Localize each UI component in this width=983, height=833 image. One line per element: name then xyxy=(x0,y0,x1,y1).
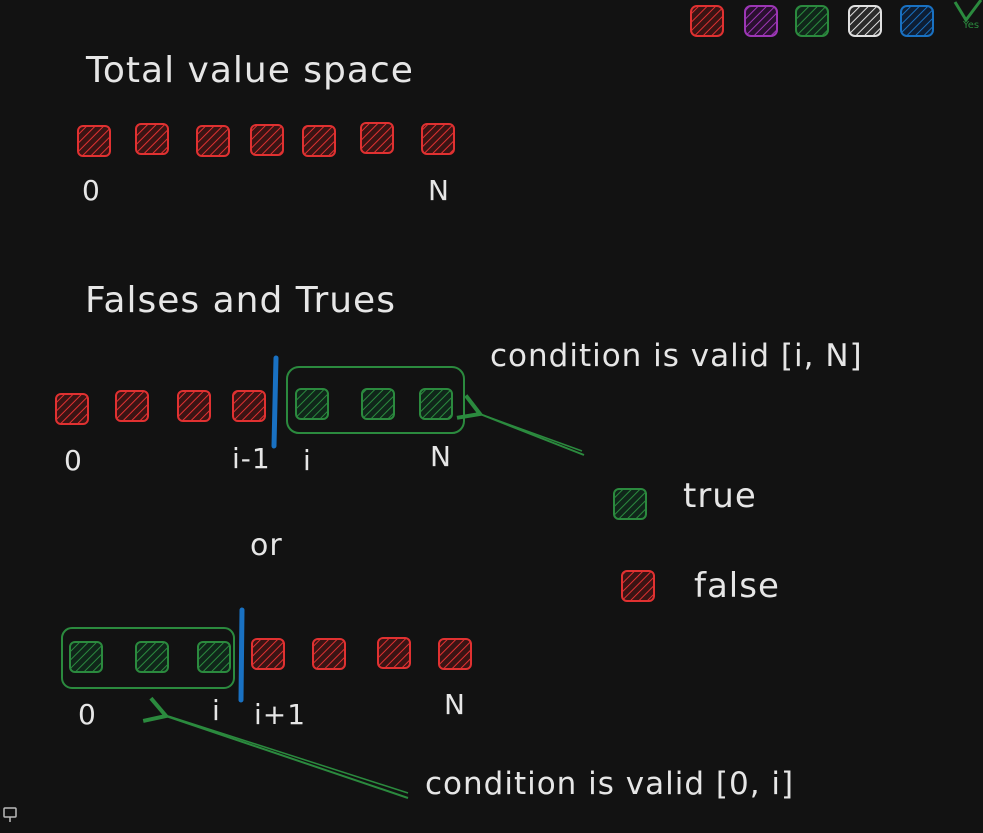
palette-swatch-purple[interactable] xyxy=(744,5,778,37)
arrow-to-true-range-stroke xyxy=(479,413,583,452)
cell-false xyxy=(302,125,336,157)
row1-start-label: 0 xyxy=(82,174,101,207)
cell-false xyxy=(438,638,472,670)
cell-false xyxy=(55,393,89,425)
palette-swatch-green[interactable] xyxy=(795,5,829,37)
row2-split-right-label: i xyxy=(303,444,312,477)
row1-end-label: N xyxy=(428,174,450,207)
cell-true xyxy=(69,641,103,673)
true-range-box xyxy=(61,627,235,689)
cell-false xyxy=(177,390,211,422)
arrow-to-true-range xyxy=(142,696,409,799)
row3-split-right-label: i+1 xyxy=(254,698,307,731)
title-falses-and-trues: Falses and Trues xyxy=(85,280,396,321)
cell-false xyxy=(196,125,230,157)
row3-end-label: N xyxy=(444,688,466,721)
cell-true xyxy=(361,388,395,420)
row3-split-left-label: i xyxy=(212,694,221,727)
row2-start-label: 0 xyxy=(64,444,83,477)
legend-true-label: true xyxy=(683,476,757,516)
cell-false xyxy=(135,123,169,155)
cell-true xyxy=(197,641,231,673)
arrow-to-true-range-stroke xyxy=(167,715,409,794)
legend-false-label: false xyxy=(694,566,780,606)
cell-false xyxy=(360,122,394,154)
or-separator: or xyxy=(250,528,283,563)
cell-true xyxy=(419,388,453,420)
legend-true-swatch xyxy=(613,488,647,520)
cell-false xyxy=(232,390,266,422)
cell-false xyxy=(251,638,285,670)
cell-false xyxy=(312,638,346,670)
cell-false xyxy=(115,390,149,422)
cell-false xyxy=(421,123,455,155)
cell-true xyxy=(135,641,169,673)
row2-split-left-label: i-1 xyxy=(232,442,271,475)
cell-false xyxy=(77,125,111,157)
row-false-then-true xyxy=(55,355,585,456)
cell-false xyxy=(250,124,284,156)
corner-badge-text: Yes xyxy=(963,20,980,31)
palette-swatch-red[interactable] xyxy=(690,5,724,37)
check-icon xyxy=(953,0,983,23)
row-true-then-false xyxy=(61,607,472,799)
title-total-value-space: Total value space xyxy=(86,50,414,91)
row-total-value-space xyxy=(77,122,455,157)
palette-swatch-white[interactable] xyxy=(848,5,882,37)
color-palette xyxy=(690,0,983,37)
row2-end-label: N xyxy=(430,440,452,473)
condition-label-0-to-i: condition is valid [0, i] xyxy=(425,766,795,802)
palette-swatch-blue[interactable] xyxy=(900,5,934,37)
row3-start-label: 0 xyxy=(78,698,97,731)
cell-false xyxy=(377,637,411,669)
condition-label-i-to-n: condition is valid [i, N] xyxy=(490,338,863,374)
present-icon[interactable] xyxy=(3,807,17,822)
split-marker xyxy=(271,355,279,449)
legend-false-swatch xyxy=(621,570,655,602)
cell-true xyxy=(295,388,329,420)
split-marker xyxy=(238,607,245,703)
legend xyxy=(613,488,655,602)
